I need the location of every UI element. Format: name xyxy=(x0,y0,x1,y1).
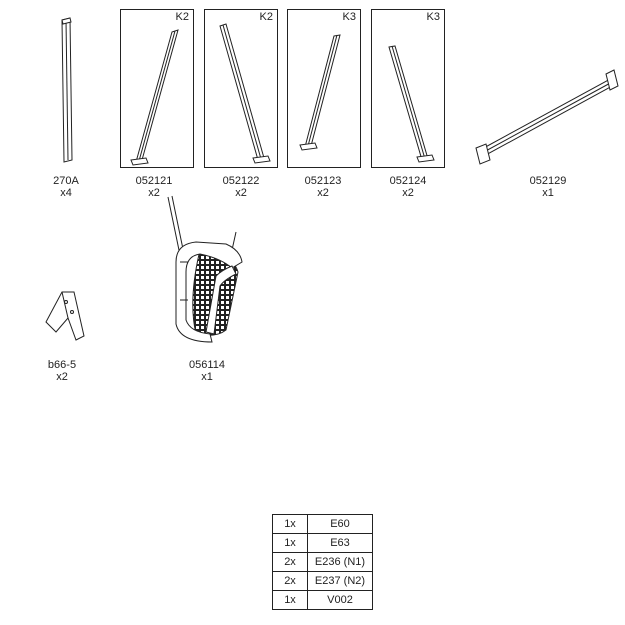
part-056114-code: 056114 xyxy=(189,359,225,371)
hardware-code: E63 xyxy=(307,533,373,553)
part-b66-5-qty: x2 xyxy=(56,371,68,383)
part-270a-qty: x4 xyxy=(60,187,72,199)
part-052124-tag: K3 xyxy=(426,11,440,23)
part-052124-qty: x2 xyxy=(402,187,414,199)
hardware-qty: 1x xyxy=(272,514,308,534)
table-row: 1x V002 xyxy=(272,590,373,610)
part-052122-code: 052122 xyxy=(222,175,260,187)
part-052122-qty: x2 xyxy=(235,187,247,199)
hardware-qty: 2x xyxy=(272,571,308,591)
table-row: 1x E63 xyxy=(272,533,373,553)
part-b66-5-code: b66-5 xyxy=(47,359,77,371)
part-052123-tag: K3 xyxy=(342,11,356,23)
part-052121-qty: x2 xyxy=(148,187,160,199)
hardware-qty: 2x xyxy=(272,552,308,572)
hardware-table: 1x E60 1x E63 2x E236 (N1) 2x E237 (N2) … xyxy=(272,514,373,610)
hardware-qty: 1x xyxy=(272,533,308,553)
table-row: 2x E237 (N2) xyxy=(272,571,373,591)
hardware-code: V002 xyxy=(307,590,373,610)
hardware-code: E60 xyxy=(307,514,373,534)
part-052129-qty: x1 xyxy=(542,187,554,199)
part-270a-code: 270A xyxy=(53,175,79,187)
hardware-qty: 1x xyxy=(272,590,308,610)
hardware-code: E237 (N2) xyxy=(307,571,373,591)
part-052123-qty: x2 xyxy=(317,187,329,199)
part-052129-code: 052129 xyxy=(529,175,567,187)
table-row: 2x E236 (N1) xyxy=(272,552,373,572)
part-056114-qty: x1 xyxy=(201,371,213,383)
part-052122-tag: K2 xyxy=(259,11,273,23)
hardware-code: E236 (N1) xyxy=(307,552,373,572)
table-row: 1x E60 xyxy=(272,514,373,534)
part-052124-code: 052124 xyxy=(389,175,427,187)
part-052121-tag: K2 xyxy=(175,11,189,23)
part-052124-box: K3 xyxy=(371,9,445,168)
part-052121-code: 052121 xyxy=(135,175,173,187)
part-052123-code: 052123 xyxy=(304,175,342,187)
